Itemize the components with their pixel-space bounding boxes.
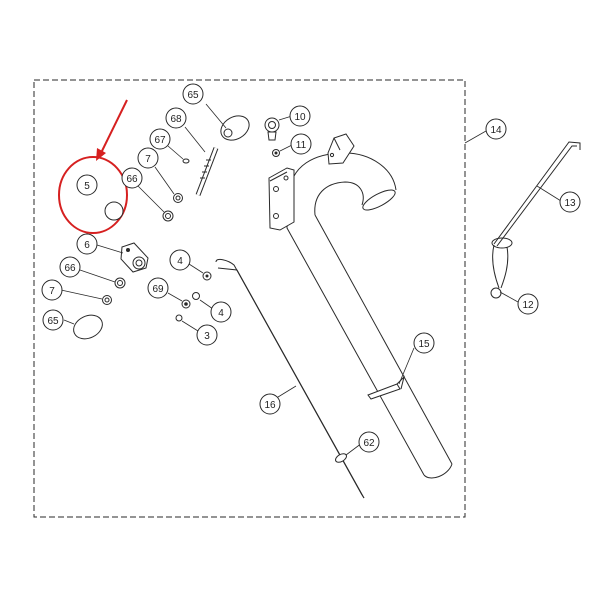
callout-15: 15 [413,332,435,354]
part-68-shaft [184,126,219,196]
svg-text:13: 13 [564,198,576,209]
callout-69: 69 [147,277,169,299]
part-4-nut-upper [188,263,212,281]
svg-text:65: 65 [187,90,199,101]
part-6-bracket [96,242,149,273]
svg-text:7: 7 [49,286,55,297]
part-15-chute [268,133,453,479]
callout-10: 10 [289,105,311,127]
svg-text:10: 10 [294,112,306,123]
svg-text:62: 62 [363,438,375,449]
part-67-pin [167,145,190,164]
svg-text:4: 4 [177,256,183,267]
svg-text:15: 15 [418,339,430,350]
assembly-boundary [33,79,466,518]
part-69-nut [167,292,191,309]
part-66-washer-lower [79,269,126,289]
callout-11: 11 [290,133,312,155]
svg-text:5: 5 [84,181,90,192]
callout-66-upper: 66 [121,167,143,189]
part-4-nut-lower [192,292,214,310]
svg-text:3: 3 [204,331,210,342]
callout-7-lower: 7 [41,279,63,301]
part-66-washer-upper [137,185,174,222]
part-7-washer-upper [154,166,183,203]
callout-62: 62 [358,431,380,453]
callout-65-top: 65 [182,83,204,105]
highlight-marker [58,99,128,234]
part-11-nut [272,144,293,157]
callout-3: 3 [196,324,218,346]
svg-text:67: 67 [154,135,166,146]
part-7-washer-lower [60,289,112,305]
callout-12: 12 [517,293,539,315]
svg-text:4: 4 [218,308,224,319]
callout-66-lower: 66 [59,256,81,278]
svg-text:69: 69 [152,284,164,295]
leader-14 [464,130,487,144]
svg-text:7: 7 [145,154,151,165]
svg-text:16: 16 [264,400,276,411]
callout-4-upper: 4 [169,249,191,271]
callout-5: 5 [76,174,98,196]
part-13-rod [493,141,581,247]
svg-text:11: 11 [296,140,307,151]
part-12-hook [490,237,519,303]
callout-16: 16 [259,393,281,415]
svg-text:66: 66 [64,263,76,274]
callout-6: 6 [76,233,98,255]
part-10-eyebolt [264,115,293,141]
callout-14: 14 [485,118,507,140]
callout-7-upper: 7 [137,147,159,169]
part-65-knob-top [205,103,250,141]
part-5-knob [104,201,124,221]
part-62-collar [335,442,363,463]
svg-text:6: 6 [84,240,90,251]
callout-13: 13 [559,191,581,213]
svg-text:66: 66 [126,174,138,185]
part-3-ring [175,314,199,332]
part-16-rod [215,258,365,499]
part-65-knob-lower [63,314,103,340]
svg-text:12: 12 [522,300,534,311]
svg-text:14: 14 [490,125,502,136]
callout-68: 68 [165,107,187,129]
callout-65-lower: 65 [42,309,64,331]
callout-4-lower: 4 [210,301,232,323]
svg-text:68: 68 [170,114,182,125]
svg-text:65: 65 [47,316,59,327]
callout-67: 67 [149,128,171,150]
